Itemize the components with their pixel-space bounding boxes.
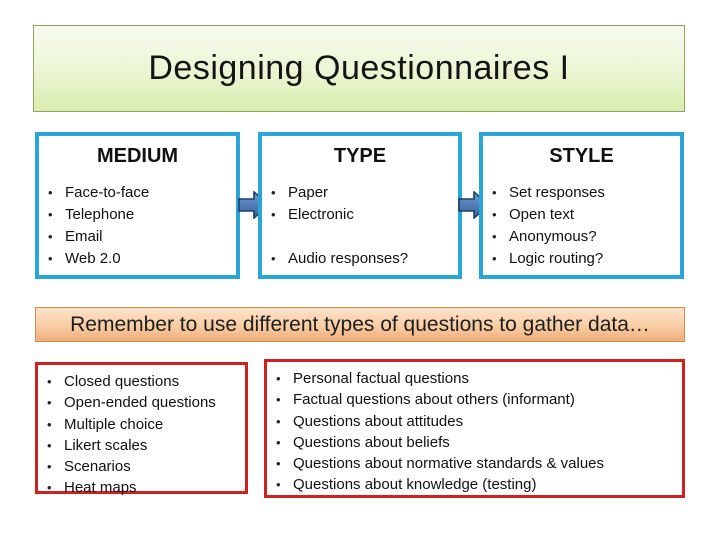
reminder-banner-text: Remember to use different types of quest… [70, 312, 650, 336]
list-item: • Audio responses? [271, 248, 454, 270]
list-item-label: Likert scales [64, 436, 148, 454]
list-item: • Open-ended questions [47, 392, 241, 413]
medium-box: MEDIUM • Face-to-face • Telephone • Email •… [35, 132, 240, 279]
list-item-label: Web 2.0 [65, 250, 121, 267]
bullet-icon: • [271, 185, 276, 200]
list-item-label: Factual questions about others (informan… [293, 391, 575, 409]
list-item: • Likert scales [47, 435, 241, 456]
list-item: • Open text [492, 204, 676, 226]
bullet-icon: • [271, 207, 276, 222]
page-title: Designing Questionnaires I [148, 49, 570, 87]
list-item: • Telephone [48, 204, 232, 226]
bullet-icon: • [492, 207, 497, 222]
list-item: • Personal factual questions [276, 368, 678, 389]
list-item: • Heat maps [47, 477, 241, 498]
list-item-label: Scenarios [64, 458, 131, 476]
style-list: • Set responses • Open text • Anonymous? • L… [483, 182, 680, 270]
bullet-icon: • [276, 371, 281, 386]
list-item: • Questions about knowledge (testing) [276, 474, 678, 495]
list-item: • Paper [271, 182, 454, 204]
list-item-label: Electronic [288, 206, 354, 223]
list-item: • Questions about attitudes [276, 411, 678, 432]
list-item: • Email [48, 226, 232, 248]
type-box: TYPE • Paper • Electronic • Audio responses… [258, 132, 462, 279]
bullet-icon: • [47, 374, 52, 389]
list-item: • Questions about normative standards & v… [276, 453, 678, 474]
list-item: • Questions about beliefs [276, 432, 678, 453]
list-item: • Face-to-face [48, 182, 232, 204]
list-item-label: Set responses [509, 184, 605, 201]
bullet-icon: • [276, 392, 281, 408]
list-item-label: Questions about knowledge (testing) [293, 476, 537, 494]
list-item: • Factual questions about others (informa… [276, 389, 678, 410]
list-item: • Closed questions [47, 371, 241, 392]
question-formats-box: •Closed questions •Open-ended questions … [35, 362, 248, 496]
bullet-icon: • [48, 207, 53, 222]
list-spacer [271, 226, 454, 248]
reminder-banner: Remember to use different types of quest… [35, 307, 685, 342]
medium-list: • Face-to-face • Telephone • Email • Web 2.0 [39, 182, 236, 270]
list-item: • Web 2.0 [48, 248, 232, 270]
list-item-label: Questions about normative standards & va… [293, 455, 605, 473]
slide-title-box: Designing Questionnaires I [33, 25, 685, 112]
list-item: • Logic routing? [492, 248, 676, 270]
type-header: TYPE [333, 145, 387, 167]
question-formats-list: •Closed questions •Open-ended questions … [38, 371, 245, 499]
bullet-icon: • [48, 185, 53, 200]
list-item: • Anonymous? [492, 226, 676, 248]
list-item: • Multiple choice [47, 414, 241, 435]
list-item-label: Multiple choice [64, 415, 164, 433]
bullet-icon: • [48, 251, 53, 266]
bullet-icon: • [492, 251, 497, 266]
bullet-icon: • [47, 459, 52, 475]
list-item-label: Closed questions [64, 373, 180, 390]
list-item-label: Email [65, 228, 103, 245]
style-header: STYLE [549, 145, 614, 167]
list-item-label: Questions about beliefs [293, 433, 450, 451]
list-item: • Electronic [271, 204, 454, 226]
list-item-label: Personal factual questions [293, 370, 469, 387]
list-item-label: Face-to-face [65, 184, 150, 201]
type-list: • Paper • Electronic • Audio responses? [262, 182, 458, 270]
style-box: STYLE • Set responses • Open text • Anonymo… [479, 132, 684, 279]
bullet-icon: • [276, 434, 281, 450]
bullet-icon: • [271, 251, 276, 266]
list-item-label: Anonymous? [509, 228, 597, 245]
bullet-icon: • [47, 480, 52, 496]
bullet-icon: • [48, 229, 53, 244]
bullet-icon: • [276, 413, 281, 429]
medium-header: MEDIUM [96, 145, 179, 167]
list-item: • Scenarios [47, 456, 241, 477]
bullet-icon: • [47, 416, 52, 432]
list-item-label: Telephone [65, 206, 135, 223]
list-item-label: Paper [288, 184, 329, 201]
list-item: • Set responses [492, 182, 676, 204]
bullet-icon: • [492, 185, 497, 200]
question-content-box: • Personal factual questions • Factual que… [264, 359, 685, 498]
bullet-icon: • [276, 456, 281, 472]
bullet-icon: • [47, 437, 52, 453]
list-item-label: Open-ended questions [64, 394, 216, 412]
bullet-icon: • [492, 229, 497, 244]
list-item-label: Questions about attitudes [293, 412, 464, 430]
list-item-label: Heat maps [64, 479, 137, 497]
list-item-label: Logic routing? [509, 250, 604, 267]
question-content-list: • Personal factual questions • Factual que… [267, 368, 682, 496]
list-item-label: Open text [509, 206, 575, 223]
bullet-icon: • [276, 477, 281, 493]
bullet-icon: • [47, 395, 52, 411]
list-item-label: Audio responses? [288, 250, 409, 267]
